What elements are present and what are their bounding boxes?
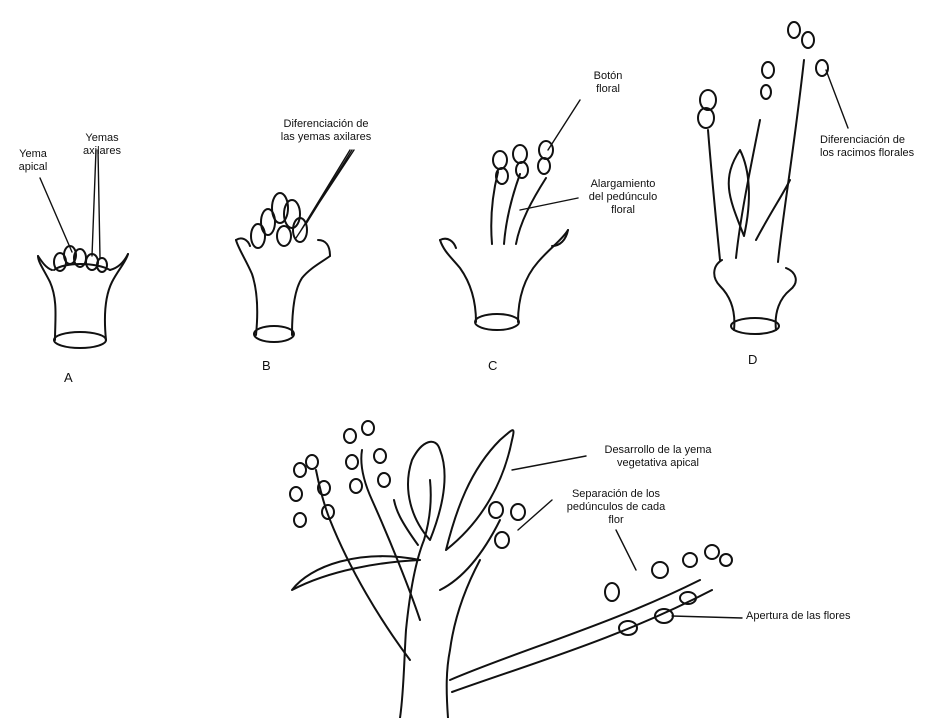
label-separacion-pedunculos: Separación de los pedúnculos de cada flo… — [546, 488, 686, 527]
panel-letter-b: B — [262, 358, 271, 373]
label-diferenciacion-racimos: Diferenciación de los racimos florales — [820, 134, 936, 160]
label-alargamiento-pedunculo: Alargamiento del pedúnculo floral — [578, 178, 668, 217]
label-desarrollo-yema-apical: Desarrollo de la yema vegetativa apical — [578, 444, 738, 470]
label-yema-apical: Yema apical — [8, 148, 58, 174]
panel-a-drawing — [38, 150, 128, 348]
panel-c-drawing — [440, 100, 580, 330]
label-yemas-axilares: Yemas axilares — [72, 132, 132, 158]
panel-letter-c: C — [488, 358, 497, 373]
label-diferenciacion-yemas: Diferenciación de las yemas axilares — [256, 118, 396, 144]
panel-letter-d: D — [748, 352, 757, 367]
panel-b-drawing — [236, 150, 354, 342]
label-boton-floral: Botón floral — [578, 70, 638, 96]
panel-d-drawing — [698, 22, 848, 334]
label-apertura-flores: Apertura de las flores — [746, 610, 916, 623]
panel-letter-a: A — [64, 370, 73, 385]
